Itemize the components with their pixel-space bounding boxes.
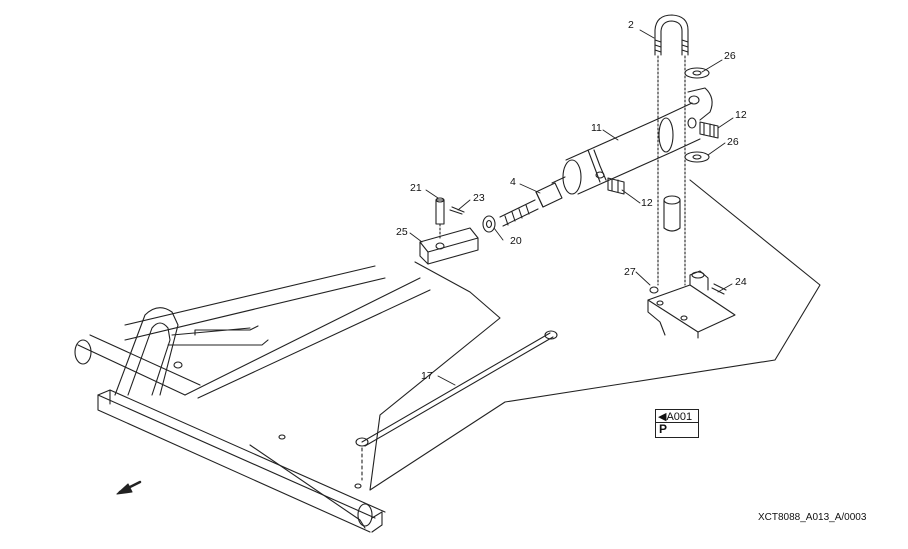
callout-12-lower: 12 (641, 197, 653, 209)
drawing-id: XCT8088_A013_A/0003 (758, 512, 867, 523)
reference-code: ◀A001 (658, 411, 693, 423)
u-bolt-part-2 (654, 14, 689, 286)
callout-4: 4 (510, 176, 516, 188)
callout-17: 17 (421, 370, 433, 382)
callout-20: 20 (510, 235, 522, 247)
pin-part-21 (435, 197, 445, 241)
callout-26-lower: 26 (727, 136, 739, 148)
mount-post (663, 195, 681, 232)
callout-21: 21 (410, 182, 422, 194)
callout-26-upper: 26 (724, 50, 736, 62)
fitting-part-12a (687, 117, 719, 139)
callout-25: 25 (396, 226, 408, 238)
detail-outline (369, 179, 821, 491)
callout-23: 23 (473, 192, 485, 204)
reference-divider (656, 422, 698, 423)
base-plate-part-24 (647, 270, 736, 339)
cable-part-17 (355, 330, 558, 481)
fitting-part-12b (607, 177, 625, 195)
callout-27: 27 (624, 266, 636, 278)
washer-part-26a (684, 67, 710, 79)
bumper-frame (74, 265, 431, 533)
leader-lines (409, 29, 734, 386)
rod-end-part-4 (499, 182, 563, 227)
washer-part-20 (482, 215, 496, 233)
callout-11: 11 (591, 122, 602, 134)
reference-box: ◀A001 P (655, 409, 699, 438)
reference-letter: P (659, 422, 668, 436)
callout-24: 24 (735, 276, 747, 288)
front-direction-arrow (116, 480, 142, 495)
cylinder-part-11 (551, 87, 713, 195)
bracket-part-25 (419, 227, 479, 265)
callout-12-upper: 12 (735, 109, 747, 121)
washer-part-26b (684, 151, 710, 163)
nut-part-27 (649, 286, 659, 294)
clip-part-23 (449, 206, 465, 215)
callout-2: 2 (628, 19, 634, 31)
